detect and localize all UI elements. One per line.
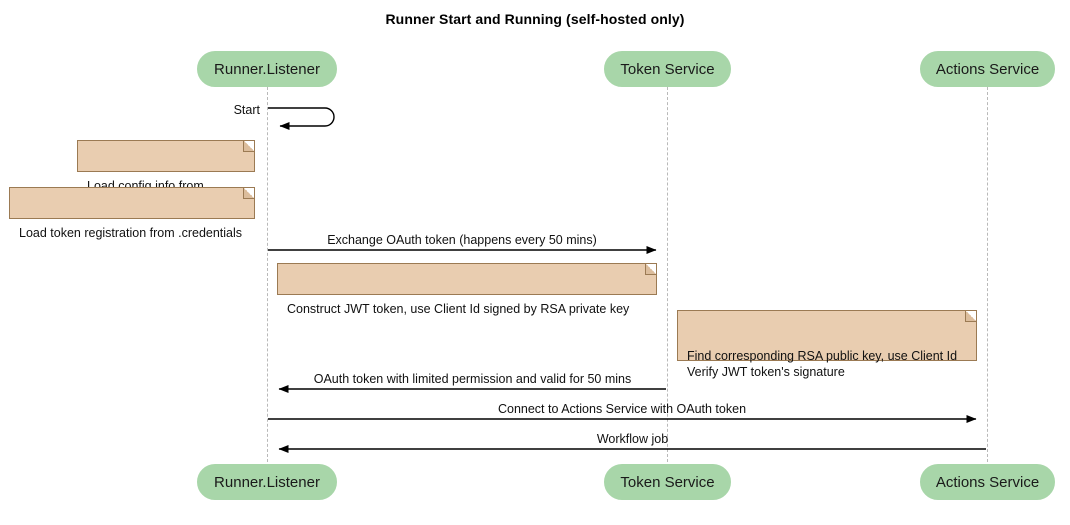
arrow-start-self-loop [268, 107, 335, 130]
note-fold-icon [243, 188, 254, 199]
participant-label: Runner.Listener [214, 60, 320, 78]
note-fold-icon [243, 141, 254, 152]
participant-label: Token Service [620, 473, 715, 491]
lifeline-actions [987, 87, 988, 462]
page-title: Runner Start and Running (self-hosted on… [385, 11, 685, 27]
participant-label: Token Service [620, 60, 715, 78]
message-label-exchange-oauth-token: Exchange OAuth token (happens every 50 m… [327, 233, 597, 247]
participant-runner-bottom[interactable]: Runner.Listener [197, 464, 337, 500]
participant-token-top[interactable]: Token Service [604, 51, 731, 87]
participant-token-bottom[interactable]: Token Service [604, 464, 731, 500]
note-load-config-info: Load config info from .runner [77, 140, 255, 209]
participant-actions-top[interactable]: Actions Service [920, 51, 1055, 87]
message-label-workflow-job: Workflow job [596, 432, 669, 446]
message-label-start: Start [233, 103, 260, 117]
note-fold-icon [965, 311, 976, 322]
message-label-connect-actions-service: Connect to Actions Service with OAuth to… [497, 402, 747, 416]
note-load-token-registration: Load token registration from .credential… [9, 187, 255, 240]
note-verify-jwt-signature: Find corresponding RSA public key, use C… [677, 310, 977, 379]
participant-label: Runner.Listener [214, 473, 320, 491]
lifeline-runner [267, 87, 268, 462]
participant-label: Actions Service [935, 473, 1040, 491]
participant-label: Actions Service [935, 60, 1040, 78]
note-fold-icon [645, 264, 656, 275]
participant-actions-bottom[interactable]: Actions Service [920, 464, 1055, 500]
message-label-oauth-token-response: OAuth token with limited permission and … [313, 372, 632, 386]
participant-runner-top[interactable]: Runner.Listener [197, 51, 337, 87]
lifeline-token [667, 87, 668, 462]
note-construct-jwt-token: Construct JWT token, use Client Id signe… [277, 263, 657, 316]
